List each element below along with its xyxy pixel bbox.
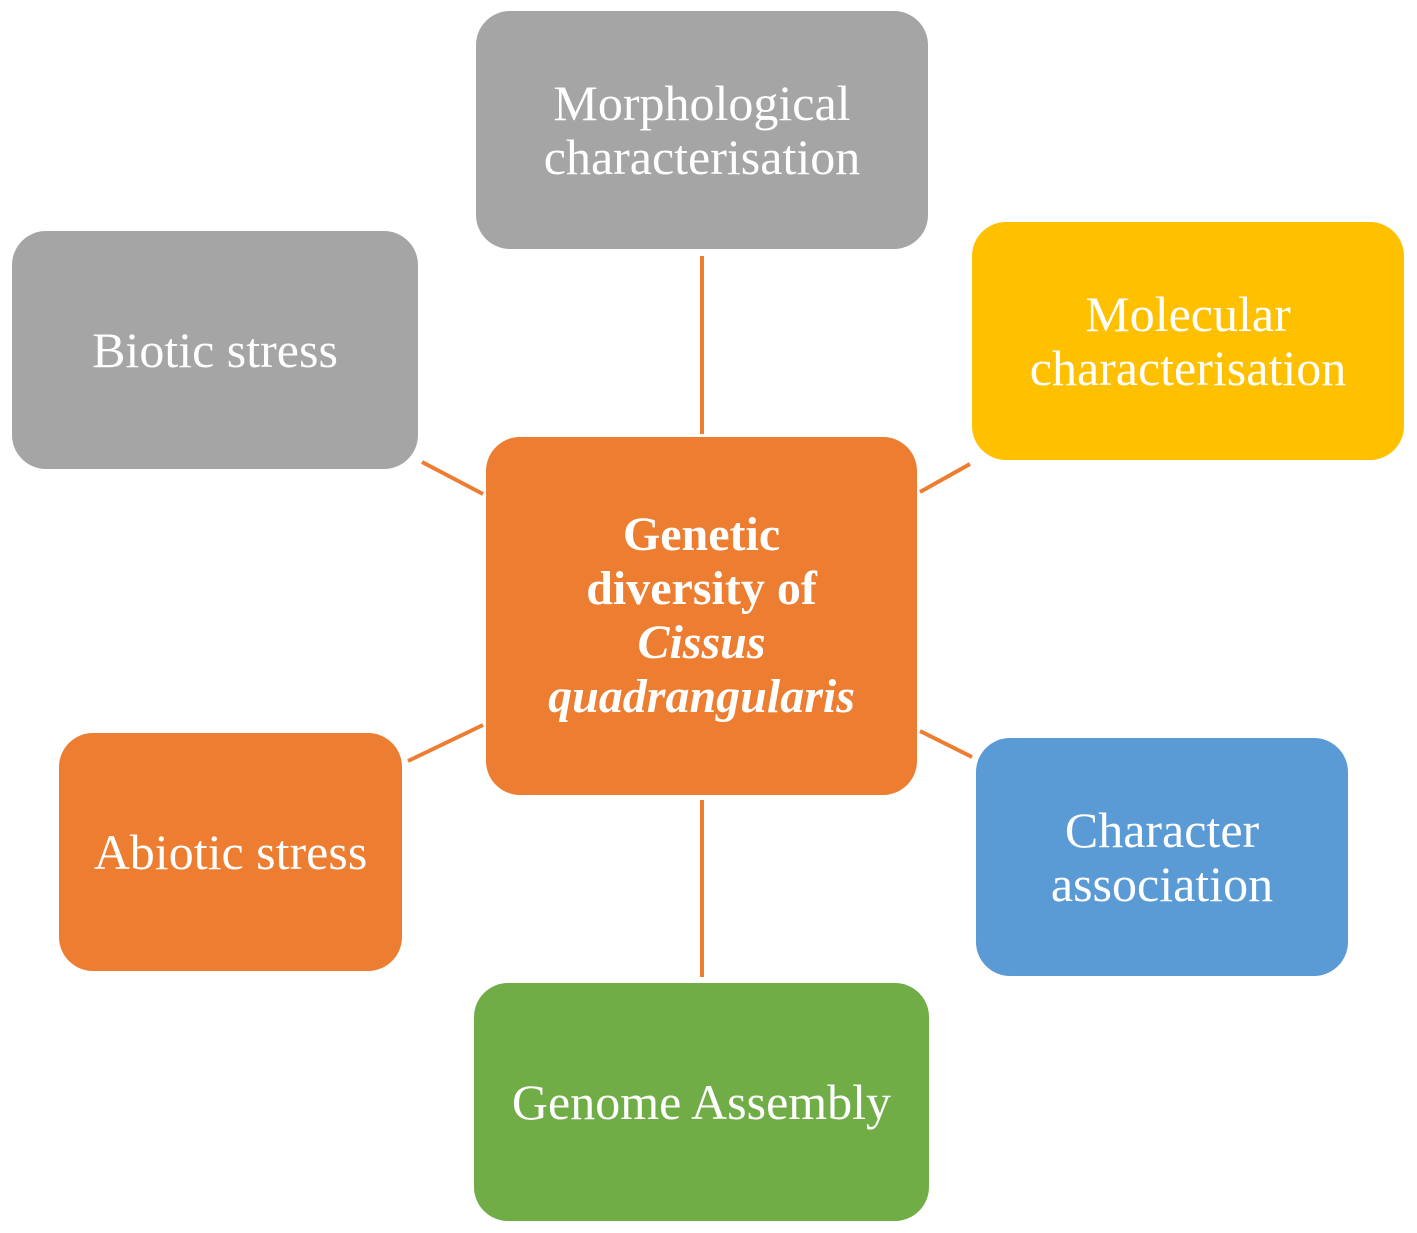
node-biotic-stress: Biotic stress [12,231,418,469]
node-genome-label: Genome Assembly [511,1074,892,1130]
node-morphological-line1: Morphological [553,75,851,131]
connector-molecular [919,462,971,494]
node-abiotic-label: Abiotic stress [93,824,368,880]
center-line3: Cissus [637,616,766,669]
node-molecular-line1: Molecular [1085,286,1291,342]
center-line1: Genetic [622,508,781,561]
connector-character-association [919,729,973,759]
connector-abiotic [407,723,484,763]
node-biotic-label: Biotic stress [92,322,338,378]
node-genetic-diversity-center: Genetic diversity of Cissus quadrangular… [486,437,917,795]
center-line2: diversity of [586,562,817,615]
node-abiotic-stress: Abiotic stress [59,733,402,971]
node-molecular-characterisation: Molecular characterisation [972,222,1404,460]
node-character-association-line2: association [1050,856,1274,912]
node-genome-assembly: Genome Assembly [474,983,929,1221]
node-morphological-characterisation: Morphological characterisation [476,11,928,249]
node-character-association-line1: Character [1064,802,1260,858]
node-character-association: Character association [976,738,1348,976]
node-morphological-line2: characterisation [543,129,861,185]
connector-biotic [421,460,484,496]
node-molecular-line2: characterisation [1029,340,1347,396]
center-line4: quadrangularis [548,670,855,723]
